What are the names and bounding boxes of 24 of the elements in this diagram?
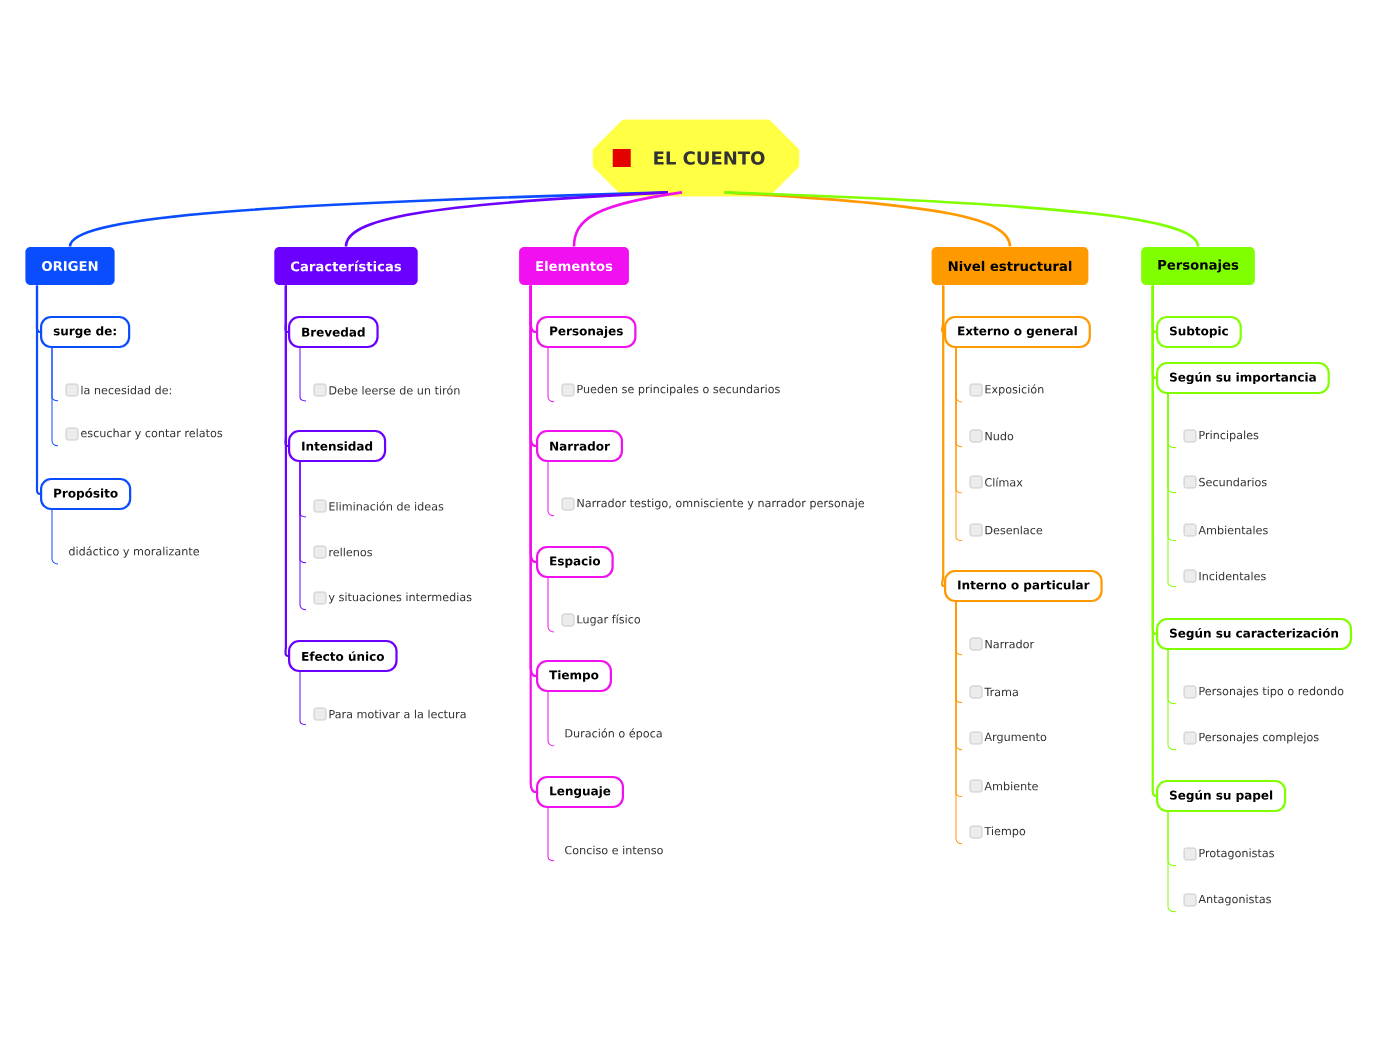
connector-line [299, 347, 307, 402]
connector-line [572, 191, 683, 247]
connector-line [547, 461, 555, 517]
connector-line [547, 577, 555, 633]
connector-line [299, 461, 307, 611]
connector-line [1151, 285, 1157, 797]
connector-line [344, 191, 669, 247]
connector-line [1167, 811, 1177, 913]
connector-line [1167, 649, 1177, 751]
central-topic: EL CUENTO [592, 119, 800, 197]
connector-line [1167, 393, 1177, 588]
connector-line [51, 347, 59, 447]
connector-line [955, 601, 963, 845]
connector-line [547, 807, 555, 862]
connector-line [941, 285, 945, 587]
connector-line [723, 191, 1200, 248]
connector-line [51, 509, 59, 565]
connector-line [284, 285, 289, 657]
connector-line [547, 347, 555, 403]
connector-line [299, 671, 307, 726]
connector-line [35, 285, 41, 495]
connector-line [529, 285, 537, 793]
connector-line [955, 347, 963, 542]
connector-line [547, 691, 555, 747]
